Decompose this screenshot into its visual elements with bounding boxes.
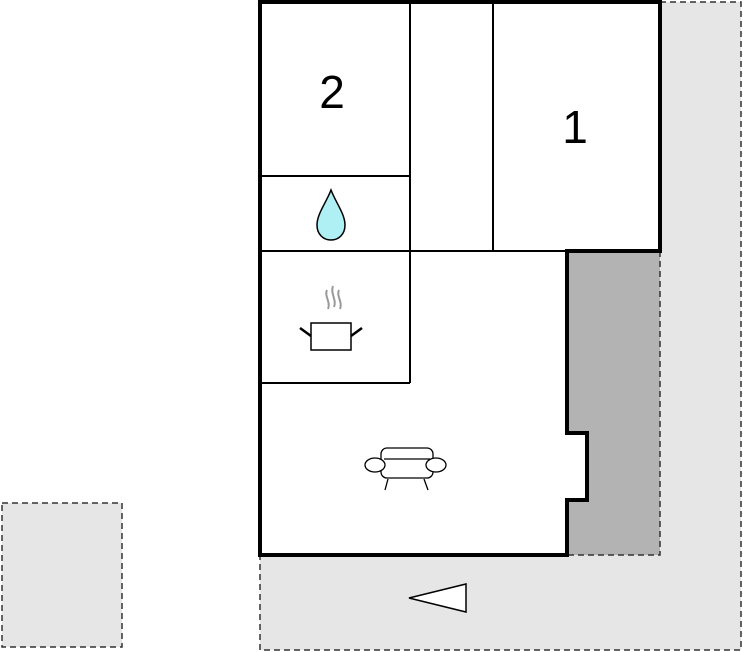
interior-walls (260, 2, 567, 384)
room-label-2: 2 (319, 66, 345, 118)
house-outline (258, 0, 662, 557)
entrance-arrow-icon (408, 583, 467, 613)
cooking-pot-icon (299, 285, 363, 351)
terrace (259, 1, 742, 651)
sofa-icon (364, 447, 447, 491)
outbuilding (1, 502, 123, 648)
covered-terrace (567, 251, 661, 556)
room-label-1: 1 (562, 101, 588, 153)
water-drop-icon (316, 187, 346, 241)
